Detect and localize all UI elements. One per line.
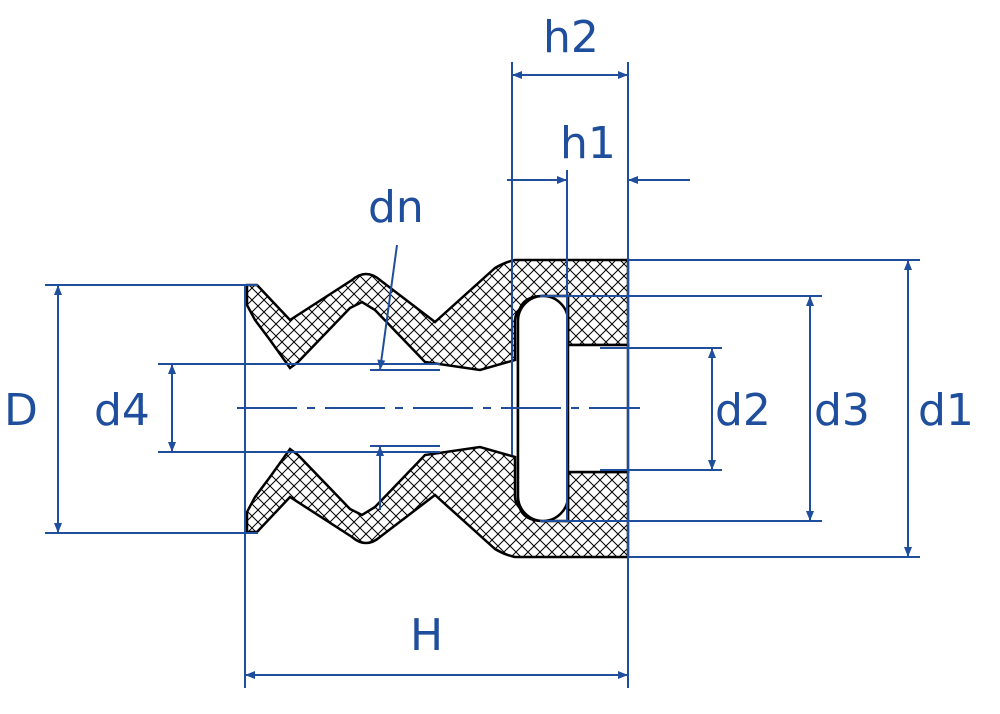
label-h1: h1 <box>560 118 616 169</box>
label-d4: d4 <box>94 385 150 436</box>
label-H: H <box>410 610 443 661</box>
label-d3: d3 <box>814 385 870 436</box>
dimension-labels: h2 h1 dn D d4 d2 d3 d1 H <box>4 12 974 661</box>
label-dn: dn <box>368 182 424 233</box>
dimension-arrows <box>54 71 912 679</box>
dimension-lines <box>45 62 920 688</box>
dim-arrow-dn-top <box>377 244 398 371</box>
label-h2: h2 <box>543 12 599 63</box>
label-d2: d2 <box>715 385 771 436</box>
label-d1: d1 <box>918 385 974 436</box>
label-D: D <box>4 385 38 436</box>
